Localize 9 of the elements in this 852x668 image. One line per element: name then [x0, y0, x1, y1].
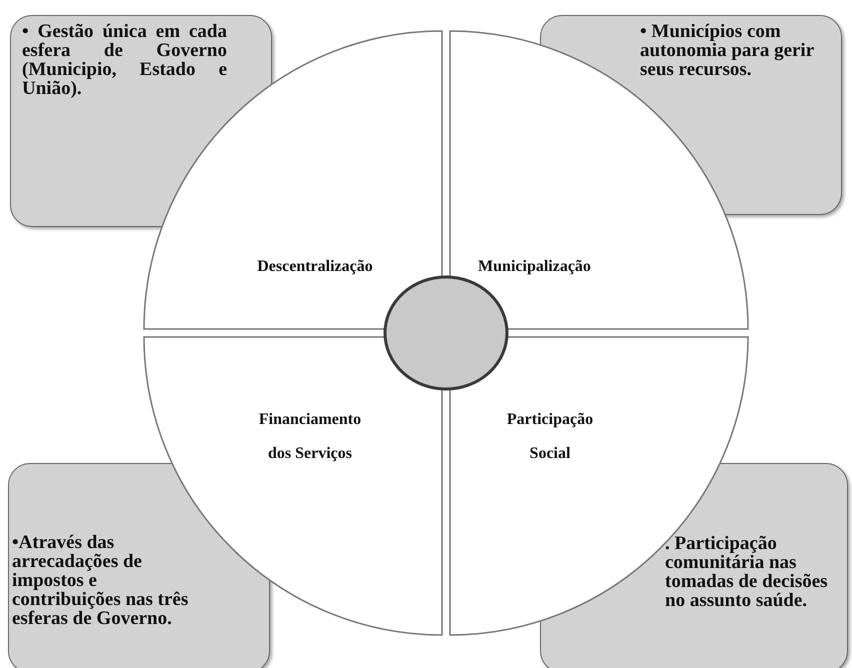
- quadrant-label: Municipalização: [477, 257, 592, 277]
- card-text: • Municípios com autonomia para gerir seus recursos.: [640, 22, 815, 79]
- card-text: •Através das arrecadações de impostos e contribuições nas três esferas de Governo.: [12, 533, 190, 628]
- card-text: • Gestão única em cada esfera de Governo (Municipio, Estado e União).: [22, 22, 227, 98]
- quadrant-label: Descentralização: [256, 257, 374, 277]
- quadrant-label: Financiamento dos Serviços: [258, 410, 362, 464]
- hub-circle: [384, 276, 508, 390]
- quadrant-label: Participação Social: [506, 410, 594, 464]
- card-text: . Participação comunitária nas tomadas de decisões no assunto saúde.: [665, 534, 829, 610]
